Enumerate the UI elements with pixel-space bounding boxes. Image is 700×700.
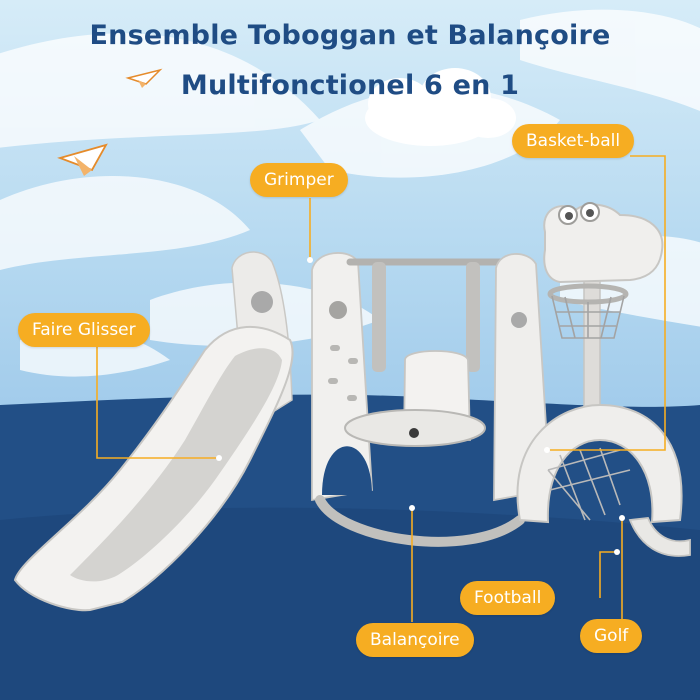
- football-goal: [516, 403, 683, 524]
- leader-lines: [96, 155, 666, 622]
- climber-hole: [329, 301, 347, 319]
- label-grimper: Grimper: [250, 163, 348, 197]
- leader-dots: [216, 257, 625, 555]
- swing-chain: [372, 262, 386, 372]
- tower-window: [251, 291, 273, 313]
- page-subtitle: Multifonctionel 6 en 1: [180, 70, 520, 101]
- slide-surface: [70, 348, 282, 582]
- cloud-shape: [365, 68, 516, 146]
- label-golf: Golf: [580, 619, 643, 653]
- swing-base-frame: [315, 495, 525, 547]
- climbing-holds: [328, 345, 358, 401]
- swing-handle: [409, 428, 419, 438]
- swing-seat: [344, 409, 486, 447]
- label-basket-ball: Basket-ball: [512, 124, 635, 158]
- football-net: [547, 447, 631, 521]
- label-balancoire: Balançoire: [356, 623, 474, 657]
- swing-chain: [466, 262, 480, 372]
- golf-ramp: [628, 517, 691, 557]
- paper-plane-icon: [125, 68, 163, 88]
- basketball-net: [551, 295, 625, 339]
- tower-window: [511, 312, 527, 328]
- label-faire-glisser: Faire Glisser: [18, 313, 150, 347]
- page-title: Ensemble Toboggan et Balançoire: [89, 20, 611, 51]
- label-football: Football: [460, 581, 556, 615]
- climber-arch: [322, 446, 372, 495]
- paper-plane-icon: [57, 143, 108, 176]
